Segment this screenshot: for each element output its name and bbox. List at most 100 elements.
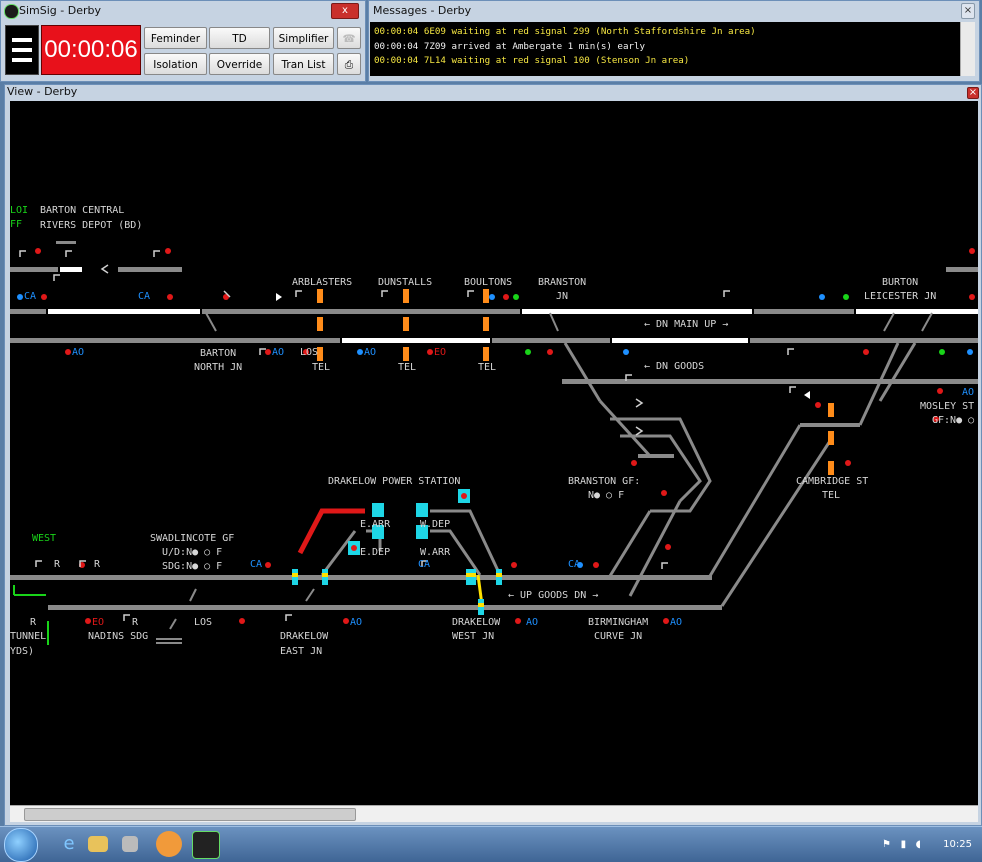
signal-head (461, 493, 467, 499)
w-arr-label: W.ARR (420, 547, 451, 558)
platform (403, 289, 409, 303)
signals[interactable] (35, 248, 975, 624)
ao-label: AO (670, 617, 683, 628)
signal-box-marker (372, 503, 384, 517)
track-segment (750, 338, 978, 343)
track-segment (522, 309, 752, 314)
phone-button[interactable]: ☎ (337, 27, 361, 49)
messages-scrollbar[interactable] (960, 22, 975, 76)
td-interpose-button[interactable]: TD Interpose (209, 27, 270, 67)
track-segment (946, 267, 978, 272)
ao-label: AO (526, 617, 539, 628)
track-segment (754, 309, 854, 314)
print-button[interactable]: ⎙ (337, 53, 361, 75)
speaker-icon[interactable]: ◖ (915, 839, 921, 850)
track-segment (10, 309, 46, 314)
platform (828, 431, 834, 445)
message-line[interactable]: 00:00:04 7Z09 arrived at Ambergate 1 min… (374, 40, 646, 52)
close-button[interactable]: x (331, 3, 359, 19)
track-segment (10, 267, 58, 272)
folder-icon[interactable] (88, 836, 108, 852)
ff-label: FF (10, 219, 23, 230)
track-segment (858, 342, 900, 426)
ao-label: AO (272, 347, 285, 358)
signal-head (351, 545, 357, 551)
ca-label: CA (568, 559, 581, 570)
berth (322, 573, 328, 577)
branston-gf-state[interactable]: N● ○ F (588, 490, 625, 501)
berth (478, 603, 484, 607)
track-segment (562, 379, 978, 384)
message-line[interactable]: 00:00:04 6E09 waiting at red signal 299 … (374, 26, 756, 37)
signal-box-marker (372, 525, 384, 539)
messages-list: 00:00:04 6E09 waiting at red signal 299 … (370, 22, 960, 76)
scroll-thumb[interactable] (24, 808, 356, 821)
signals-blue[interactable] (17, 294, 973, 568)
eo-label: EO (92, 617, 105, 628)
r-label: R (132, 617, 139, 628)
network-icon[interactable]: ▮ (900, 839, 907, 850)
track-layout[interactable] (10, 101, 978, 805)
track-segment (628, 500, 682, 597)
message-line[interactable]: 00:00:04 7L14 waiting at red signal 100 … (374, 55, 690, 66)
platform (483, 289, 489, 303)
track-segment (320, 530, 357, 576)
track-segment (48, 605, 722, 610)
view-title: View - Derby (7, 85, 78, 98)
e-dep-label: E.DEP (360, 547, 391, 558)
isolation-button[interactable]: Isolation (144, 53, 207, 75)
start-button[interactable] (4, 828, 38, 862)
tel-label: TEL (398, 362, 417, 373)
cambridge-st-label: CAMBRIDGE ST (796, 476, 869, 487)
track-segment (549, 312, 559, 332)
simplifier-button[interactable]: Simplifier (273, 27, 334, 49)
up-goods-dn-label: ← UP GOODS DN → (508, 590, 599, 601)
track-diagram[interactable]: LOI FF BARTON CENTRAL RIVERS DEPOT (BD) … (10, 101, 978, 805)
west-label: WEST (32, 533, 57, 544)
drakelow-west-label: DRAKELOW (452, 617, 501, 628)
platform (317, 317, 323, 331)
platform (483, 317, 489, 331)
ca-label: CA (250, 559, 263, 570)
messages-close-button[interactable]: × (961, 3, 975, 19)
rivers-depot-label: RIVERS DEPOT (BD) (40, 220, 143, 231)
boultons-label: BOULTONS (464, 277, 513, 288)
track-segment (620, 434, 702, 503)
ao-label: AO (72, 347, 85, 358)
swadlincote-sdg-state[interactable]: SDG:N● ○ F (162, 561, 223, 572)
app-icon[interactable] (122, 836, 138, 852)
ao-label: AO (350, 617, 363, 628)
loi-label: LOI (10, 205, 29, 216)
drakelow-east-label: DRAKELOW (280, 631, 329, 642)
signal-head (276, 293, 282, 301)
track-segment (878, 342, 917, 402)
track-segment (430, 529, 482, 576)
signals-green[interactable] (513, 294, 945, 355)
train-list-button[interactable]: Tran List (273, 53, 334, 75)
clock-display[interactable]: 00:00:06 (41, 25, 141, 75)
main-window-title: SimSig - Derby (19, 4, 101, 17)
platform (317, 289, 323, 303)
birmingham-label: BIRMINGHAM (588, 617, 649, 628)
internet-explorer-icon[interactable]: e (63, 833, 75, 854)
dn-main-up-label: ← DN MAIN UP → (644, 319, 729, 330)
swadlincote-ud-state[interactable]: U/D:N● ○ F (162, 547, 223, 558)
track-segment (883, 312, 895, 332)
menu-icon[interactable] (5, 25, 39, 75)
flag-icon[interactable]: ⚑ (882, 839, 892, 850)
track-segment (612, 338, 748, 343)
firefox-icon[interactable] (156, 831, 182, 857)
taskbar: e ⚑ ▮ ◖ 10:25 (0, 826, 982, 862)
track-segment (430, 509, 502, 576)
clock-time[interactable]: 10:25 (943, 839, 972, 850)
view-horizontal-scrollbar[interactable] (10, 805, 978, 822)
simsig-icon[interactable] (192, 831, 220, 859)
cambridge-tel-label: TEL (822, 490, 841, 501)
tunnel-label: TUNNEL (10, 631, 47, 642)
birmingham-label-2: CURVE JN (594, 631, 643, 642)
track-segment (610, 417, 712, 513)
override-button[interactable]: Override (209, 53, 270, 75)
berth (496, 573, 502, 577)
reminder-button[interactable]: Feminder (144, 27, 207, 49)
view-close-button[interactable]: × (967, 87, 979, 99)
